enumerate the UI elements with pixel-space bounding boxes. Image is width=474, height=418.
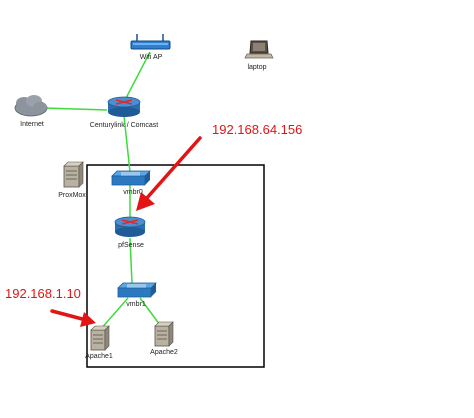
- apache1-label: Apache1: [85, 353, 113, 360]
- link-internet-gateway: [43, 107, 108, 111]
- apache2-label: Apache2: [150, 349, 178, 356]
- link-pfsense-vmbr1: [129, 237, 133, 284]
- pfsense-label: pfSense: [118, 242, 144, 249]
- lan-ip-label: 192.168.1.10: [5, 286, 81, 301]
- link-vmbr1-apache2: [139, 297, 161, 326]
- vmbr0-label: vmbr0: [123, 189, 143, 196]
- server-icon: [90, 325, 110, 351]
- link-vmbr1-apache1: [99, 297, 129, 331]
- laptop-label: laptop: [247, 64, 266, 71]
- lan-arrow-icon: [50, 309, 96, 327]
- switch-icon: [117, 282, 157, 298]
- laptop-icon: [244, 40, 274, 59]
- link-wifi-gateway: [124, 51, 151, 101]
- router-icon: [107, 96, 141, 117]
- wireless-access-point-icon: [130, 34, 171, 50]
- server-icon: [154, 321, 174, 347]
- internet-label: Internet: [20, 121, 44, 128]
- cloud-icon: [14, 95, 48, 117]
- wan-arrow-icon: [136, 136, 202, 211]
- vmbr1-label: vmbr1: [126, 301, 146, 308]
- proxmox-boundary-box: [86, 164, 265, 368]
- links: [43, 51, 161, 331]
- gateway-label: Centurylink / Comcast: [90, 122, 159, 129]
- server-icon: [63, 161, 84, 188]
- proxmox-label: ProxMox: [58, 192, 86, 199]
- wifi-ap-label: Wifi AP: [140, 54, 163, 61]
- router-icon: [114, 216, 146, 237]
- wan-ip-label: 192.168.64.156: [212, 122, 302, 137]
- switch-icon: [111, 170, 151, 186]
- link-gateway-vmbr0: [123, 115, 131, 173]
